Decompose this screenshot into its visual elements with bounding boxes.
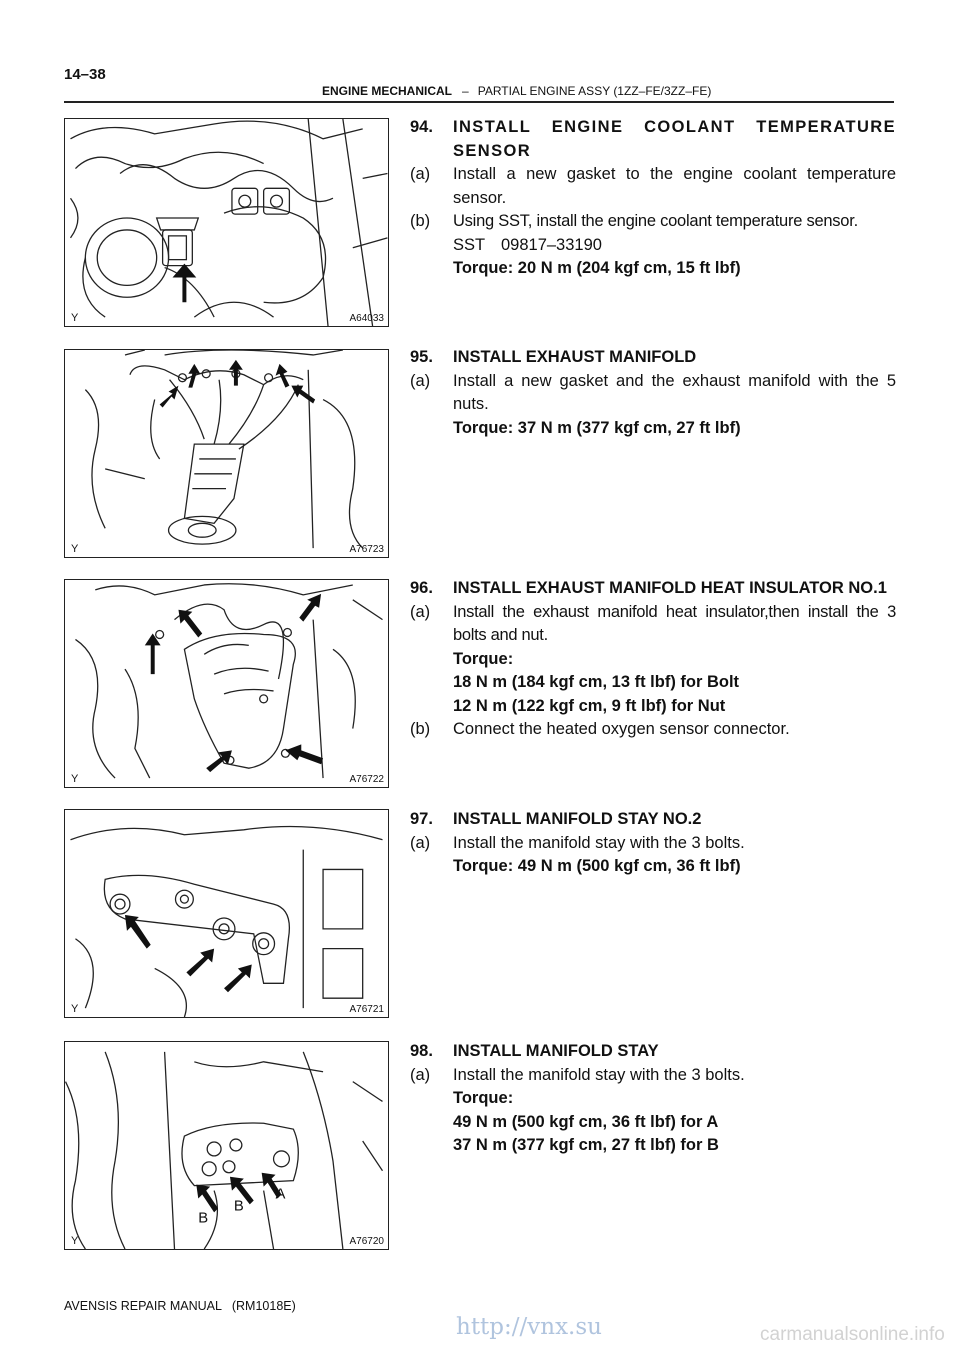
item-label: (a) [410, 833, 431, 852]
page-header: ENGINE MECHANICAL–PARTIAL ENGINE ASSY (1… [322, 84, 711, 98]
figure-coolant-sensor: Y A64033 [64, 118, 389, 327]
step-number: 96. [410, 579, 433, 597]
manifold-stay-illustration: B B A [65, 1051, 384, 1249]
callout-label-b1: B [198, 1210, 208, 1226]
item-label: (a) [410, 602, 431, 621]
figure-mark: Y [71, 1003, 79, 1015]
manifold-stay-2-illustration [70, 825, 383, 1017]
step-94: 94. INSTALL ENGINE COOLANT TEMPERATURE SE… [410, 116, 896, 281]
torque-heading: Torque: [453, 649, 514, 668]
footer-manual-id: AVENSIS REPAIR MANUAL (RM1018E) [64, 1299, 296, 1313]
figure-mark: Y [71, 312, 79, 324]
torque-line-b: 37 N m (377 kgf cm, 27 ft lbf) for B [453, 1136, 719, 1154]
torque-line-a: 49 N m (500 kgf cm, 36 ft lbf) for A [453, 1112, 719, 1131]
step-title: INSTALL EXHAUST MANIFOLD HEAT INSULATOR … [453, 579, 887, 597]
step-number: 98. [410, 1042, 433, 1060]
watermark-site: carmanualsonline.info [760, 1324, 945, 1345]
torque-spec: Torque: 49 N m (500 kgf cm, 36 ft lbf) [453, 857, 741, 875]
step-title: INSTALL MANIFOLD STAY [453, 1042, 659, 1060]
item-text: Install a new gasket and the exhaust man… [453, 371, 896, 414]
item-label: (a) [410, 165, 431, 183]
item-text: Install a new gasket to the engine coola… [453, 165, 896, 207]
header-subtitle: PARTIAL ENGINE ASSY (1ZZ–FE/3ZZ–FE) [477, 84, 712, 98]
figure-code: A76720 [349, 1236, 384, 1247]
figure-heat-insulator: Y A76722 [64, 579, 389, 788]
sst-value: 09817–33190 [501, 235, 602, 254]
header-section: ENGINE MECHANICAL [322, 84, 453, 98]
item-label: (a) [410, 1065, 431, 1084]
heat-insulator-illustration [75, 583, 383, 779]
exhaust-manifold-illustration [84, 350, 364, 549]
step-title: INSTALL MANIFOLD STAY NO.2 [453, 810, 702, 828]
torque-spec: Torque: 37 N m (377 kgf cm, 27 ft lbf) [453, 418, 741, 437]
header-separator: – [462, 84, 469, 98]
figure-mark: Y [71, 1235, 79, 1247]
watermark-url-link[interactable]: http://vnx.su [456, 1314, 602, 1340]
callout-label-a: A [276, 1186, 286, 1202]
item-label: (a) [410, 371, 431, 390]
callout-label-b2: B [234, 1198, 244, 1214]
figure-mark: Y [71, 543, 79, 555]
step-number: 97. [410, 810, 433, 828]
item-text: Connect the heated oxygen sensor connect… [453, 720, 790, 738]
step-title: INSTALL EXHAUST MANIFOLD [453, 348, 697, 366]
step-number: 95. [410, 348, 433, 366]
step-96: 96. INSTALL EXHAUST MANIFOLD HEAT INSULAT… [410, 577, 896, 742]
header-rule [64, 101, 894, 103]
step-97: 97. INSTALL MANIFOLD STAY NO.2 (a) Install… [410, 808, 896, 879]
torque-spec: Torque: 20 N m (204 kgf cm, 15 ft lbf) [453, 259, 741, 277]
item-text: Using SST, install the engine coolant te… [453, 212, 858, 230]
item-text: Install the exhaust manifold heat insula… [453, 602, 896, 645]
item-label: (b) [410, 720, 431, 738]
coolant-sensor-illustration [69, 119, 388, 326]
figure-mark: Y [71, 773, 79, 785]
step-95: 95. INSTALL EXHAUST MANIFOLD (a) Install a… [410, 346, 896, 440]
figure-code: A76722 [349, 774, 384, 785]
step-title: INSTALL ENGINE COOLANT TEMPERATURE SENSO… [453, 118, 896, 160]
figure-manifold-stay: B B A Y A76720 [64, 1041, 389, 1250]
figure-code: A76723 [349, 544, 384, 555]
figure-code: A76721 [349, 1004, 384, 1015]
torque-heading: Torque: [453, 1089, 514, 1107]
torque-line-bolt: 18 N m (184 kgf cm, 13 ft lbf) for Bolt [453, 673, 740, 691]
figure-exhaust-manifold: Y A76723 [64, 349, 389, 558]
figure-manifold-stay-2: Y A76721 [64, 809, 389, 1018]
step-number: 94. [410, 118, 433, 136]
item-text: Install the manifold stay with the 3 bol… [453, 1065, 745, 1084]
sst-label: SST [453, 235, 486, 254]
page-number: 14–38 [64, 66, 106, 83]
step-98: 98. INSTALL MANIFOLD STAY (a) Install the … [410, 1040, 896, 1158]
torque-line-nut: 12 N m (122 kgf cm, 9 ft lbf) for Nut [453, 696, 726, 715]
item-text: Install the manifold stay with the 3 bol… [453, 833, 745, 852]
figure-code: A64033 [349, 313, 384, 324]
item-label: (b) [410, 212, 431, 230]
